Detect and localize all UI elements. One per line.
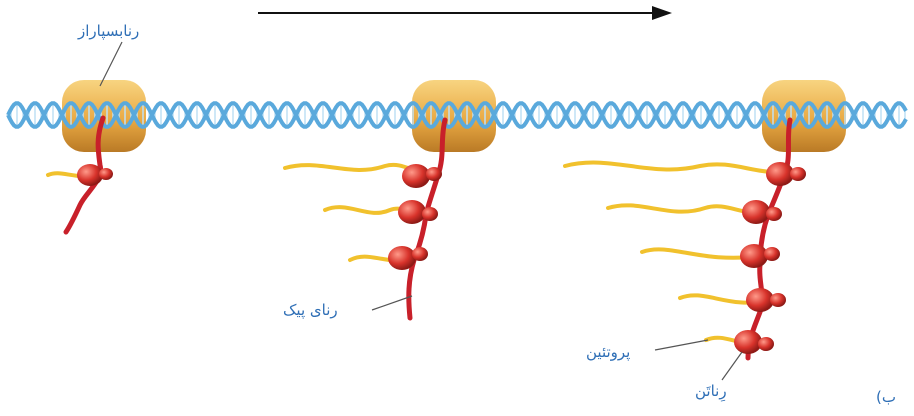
ribosome-3-4: [746, 288, 786, 312]
ribosome-1-1: [77, 164, 113, 186]
ribosome-3-1: [766, 162, 806, 186]
rna-polymerase-label: رنابسپاراز: [78, 22, 139, 40]
protein-3-1: [565, 163, 775, 172]
leader-ribosome: [722, 352, 742, 380]
mrna-strand-3: [748, 120, 790, 358]
mrna-strands: [66, 118, 790, 358]
leader-protein: [655, 340, 708, 350]
ribosome-3-2: [742, 200, 782, 224]
ribosome-3-3: [740, 244, 780, 268]
protein-label: پروتئین: [586, 343, 630, 361]
ribosomes: [77, 162, 806, 354]
direction-arrow: [258, 6, 672, 20]
mrna-label: رنای پیک: [283, 301, 338, 319]
ribosome-label: رِناتَن: [695, 382, 727, 400]
ribosome-3-5: [734, 330, 774, 354]
panel-label: ب): [876, 388, 896, 406]
protein-3-2: [608, 205, 755, 212]
protein-2-1: [285, 165, 420, 172]
ribosome-2-3: [388, 246, 428, 270]
leader-polymerase: [100, 42, 122, 86]
leader-mrna: [372, 296, 412, 310]
ribosome-2-2: [398, 200, 438, 224]
